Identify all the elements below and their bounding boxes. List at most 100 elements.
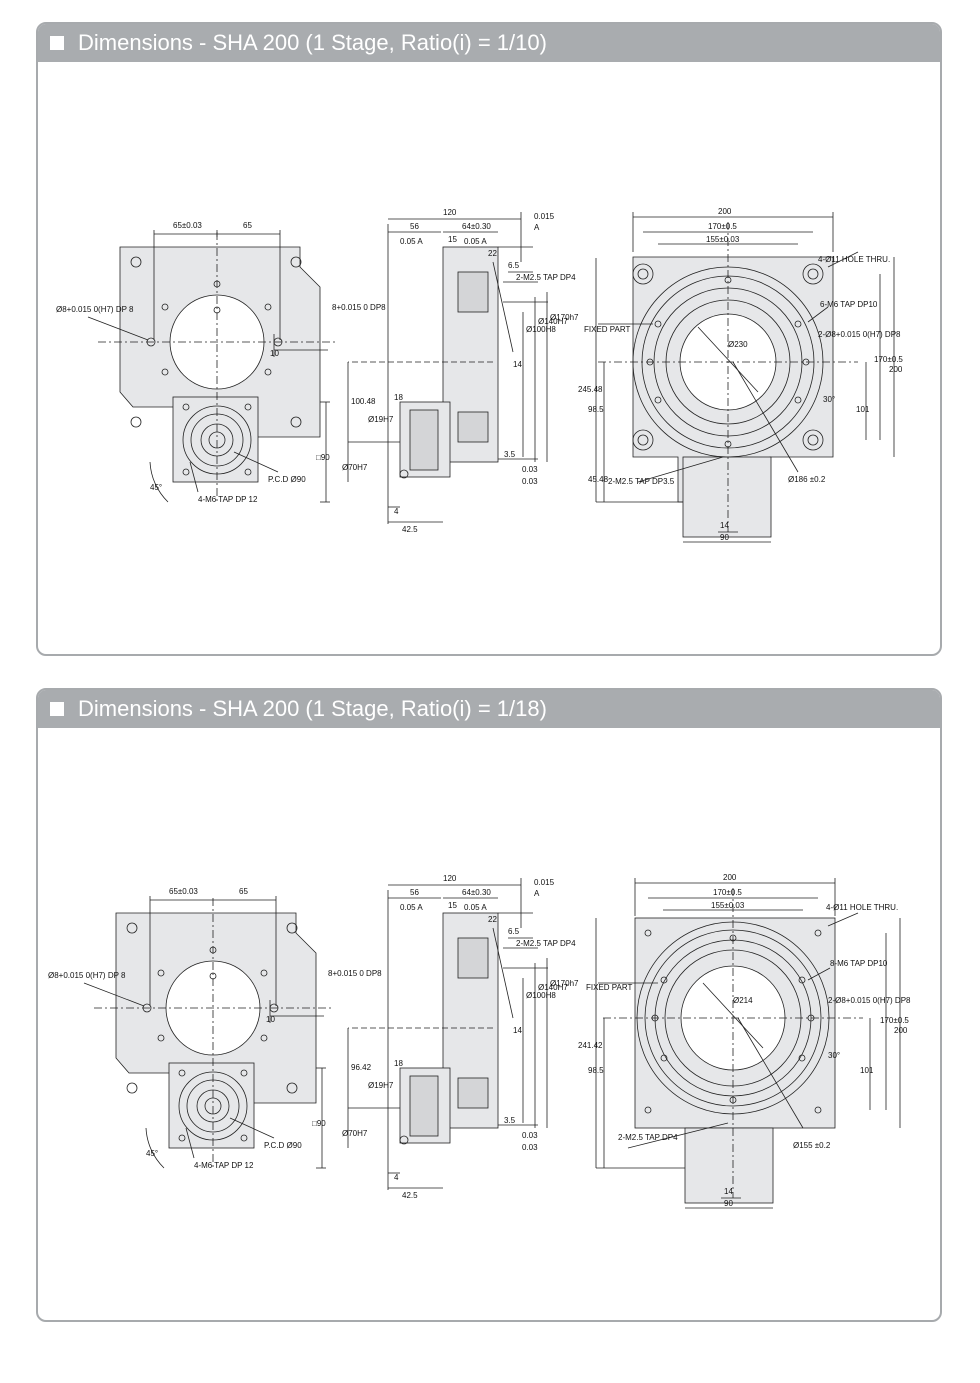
dim-side-170: Ø170h7 (550, 979, 579, 988)
dim-side-70: Ø70H7 (342, 463, 368, 472)
dim-end-90: 90 (724, 1199, 733, 1208)
label-end-pcd: Ø155 ±0.2 (793, 1141, 831, 1150)
dim-side-65: 6.5 (508, 261, 520, 270)
label-end-holes: 4-Ø11 HOLE THRU. (826, 903, 898, 912)
dim-end-200: 200 (718, 207, 732, 216)
label-end-pcd: Ø186 ±0.2 (788, 475, 826, 484)
label-dowel-hole: Ø8+0.015 0(H7) DP 8 (48, 971, 126, 980)
tol-side-flat: 0.015 (534, 212, 555, 221)
label-end-pin: 2-Ø8+0.015 0(H7) DP8 (828, 996, 911, 1005)
label-right-dim: 8+0.015 0 DP8 (328, 969, 382, 978)
datum-side: A (534, 223, 540, 232)
dim-end-h4548: 45.48 (588, 475, 609, 484)
dim-side-overall: 120 (443, 208, 457, 217)
dim-side-100: Ø100H8 (526, 991, 556, 1000)
tol-side-a: 0.05 A (400, 237, 423, 246)
tol-side-t2: 0.03 (522, 477, 538, 486)
dim-side-h100: 100.48 (351, 397, 376, 406)
label-end-fixed: FIXED PART (584, 325, 630, 334)
label-side-tap: 2-M2.5 TAP DP4 (516, 939, 576, 948)
square-bullet-icon (50, 36, 64, 50)
dim-side-170: Ø170h7 (550, 313, 579, 322)
dim-side-18: 18 (394, 1059, 403, 1068)
dim-side-4: 4 (394, 507, 399, 516)
dim-side-14: 14 (513, 360, 522, 369)
dim-side-19: Ø19H7 (368, 1081, 394, 1090)
label-end-pin: 2-Ø8+0.015 0(H7) DP8 (818, 330, 901, 339)
tol-side-b: 0.05 A (464, 237, 487, 246)
label-square: □90 (312, 1119, 326, 1128)
dim-end-v170: 170±0.5 (880, 1016, 909, 1025)
dim-side-18: 18 (394, 393, 403, 402)
dim-end-170: 170±0.5 (713, 888, 742, 897)
side-view (347, 878, 548, 1190)
panel-title: Dimensions - SHA 200 (1 Stage, Ratio(i) … (78, 696, 547, 721)
label-end-holes: 4-Ø11 HOLE THRU. (818, 255, 890, 264)
label-end-bore: Ø214 (733, 996, 753, 1005)
dimension-panel-2: Dimensions - SHA 200 (1 Stage, Ratio(i) … (36, 688, 942, 1322)
dim-side-64: 64±0.30 (462, 222, 491, 231)
label-end-angle: 30° (828, 1051, 840, 1060)
dim-side-35: 3.5 (504, 450, 516, 459)
dimension-panel-1: Dimensions - SHA 200 (1 Stage, Ratio(i) … (36, 22, 942, 656)
dim-side-15: 15 (448, 901, 457, 910)
label-right-dim: 8+0.015 0 DP8 (332, 303, 386, 312)
dim-end-200: 200 (723, 873, 737, 882)
dim-end-h985: 98.5 (588, 1066, 604, 1075)
end-view (595, 212, 895, 543)
tol-side-b: 0.05 A (464, 903, 487, 912)
tol-side-flat: 0.015 (534, 878, 555, 887)
dim-side-h96: 96.42 (351, 1063, 372, 1072)
datum-side: A (534, 889, 540, 898)
label-key: 10 (266, 1015, 275, 1024)
label-key: 10 (270, 349, 279, 358)
tol-side-a: 0.05 A (400, 903, 423, 912)
dim-side-4: 4 (394, 1173, 399, 1182)
dim-side-14: 14 (513, 1026, 522, 1035)
dim-front-65: 65 (243, 221, 252, 230)
panel-title: Dimensions - SHA 200 (1 Stage, Ratio(i) … (78, 30, 547, 55)
dim-side-19: Ø19H7 (368, 415, 394, 424)
dim-end-v200: 200 (889, 365, 903, 374)
label-end-bore: Ø230 (728, 340, 748, 349)
label-tap: 4-M6 TAP DP 12 (198, 495, 258, 504)
label-side-tap: 2-M2.5 TAP DP4 (516, 273, 576, 282)
label-end-fixed: FIXED PART (586, 983, 632, 992)
label-pcd: P.C.D Ø90 (264, 1141, 302, 1150)
dim-side-65: 6.5 (508, 927, 520, 936)
dim-side-140: Ø140H7 (538, 983, 568, 992)
label-angle: 45° (146, 1149, 158, 1158)
dim-end-h245: 245.48 (578, 385, 603, 394)
dim-side-15: 15 (448, 235, 457, 244)
dim-side-22: 22 (488, 249, 497, 258)
panel-header: Dimensions - SHA 200 (1 Stage, Ratio(i) … (38, 690, 940, 728)
label-end-tap6: 8-M6 TAP DP10 (830, 959, 888, 968)
dim-end-h985: 98.5 (588, 405, 604, 414)
dim-end-170: 170±0.5 (708, 222, 737, 231)
dim-end-90: 90 (720, 533, 729, 542)
label-dowel-hole: Ø8+0.015 0(H7) DP 8 (56, 305, 134, 314)
end-view (595, 878, 901, 1209)
dim-side-56: 56 (410, 888, 419, 897)
technical-drawing: 65±0.03 65 Ø8+0.015 0(H7) DP 8 8+0.015 0… (48, 873, 911, 1209)
technical-drawing: 65±0.03 65 Ø8+0.015 0(H7) DP 8 8+0.015 0… (56, 207, 903, 543)
dim-side-35: 3.5 (504, 1116, 516, 1125)
label-square: □90 (316, 453, 330, 462)
tol-side-t1: 0.03 (522, 465, 538, 474)
label-angle: 45° (150, 483, 162, 492)
tol-side-t1: 0.03 (522, 1131, 538, 1140)
dim-side-425: 42.5 (402, 525, 418, 534)
dim-front-65-tol: 65±0.03 (173, 221, 202, 230)
dim-side-overall: 120 (443, 874, 457, 883)
dim-side-22: 22 (488, 915, 497, 924)
front-view (87, 230, 338, 503)
label-tap: 4-M6 TAP DP 12 (194, 1161, 254, 1170)
dim-side-56: 56 (410, 222, 419, 231)
dim-front-65: 65 (239, 887, 248, 896)
dim-end-101: 101 (856, 405, 870, 414)
dim-side-100: Ø100H8 (526, 325, 556, 334)
label-pcd: P.C.D Ø90 (268, 475, 306, 484)
label-end-angle: 30° (823, 395, 835, 404)
dim-end-155: 155±0.03 (711, 901, 745, 910)
panel-header: Dimensions - SHA 200 (1 Stage, Ratio(i) … (38, 24, 940, 62)
